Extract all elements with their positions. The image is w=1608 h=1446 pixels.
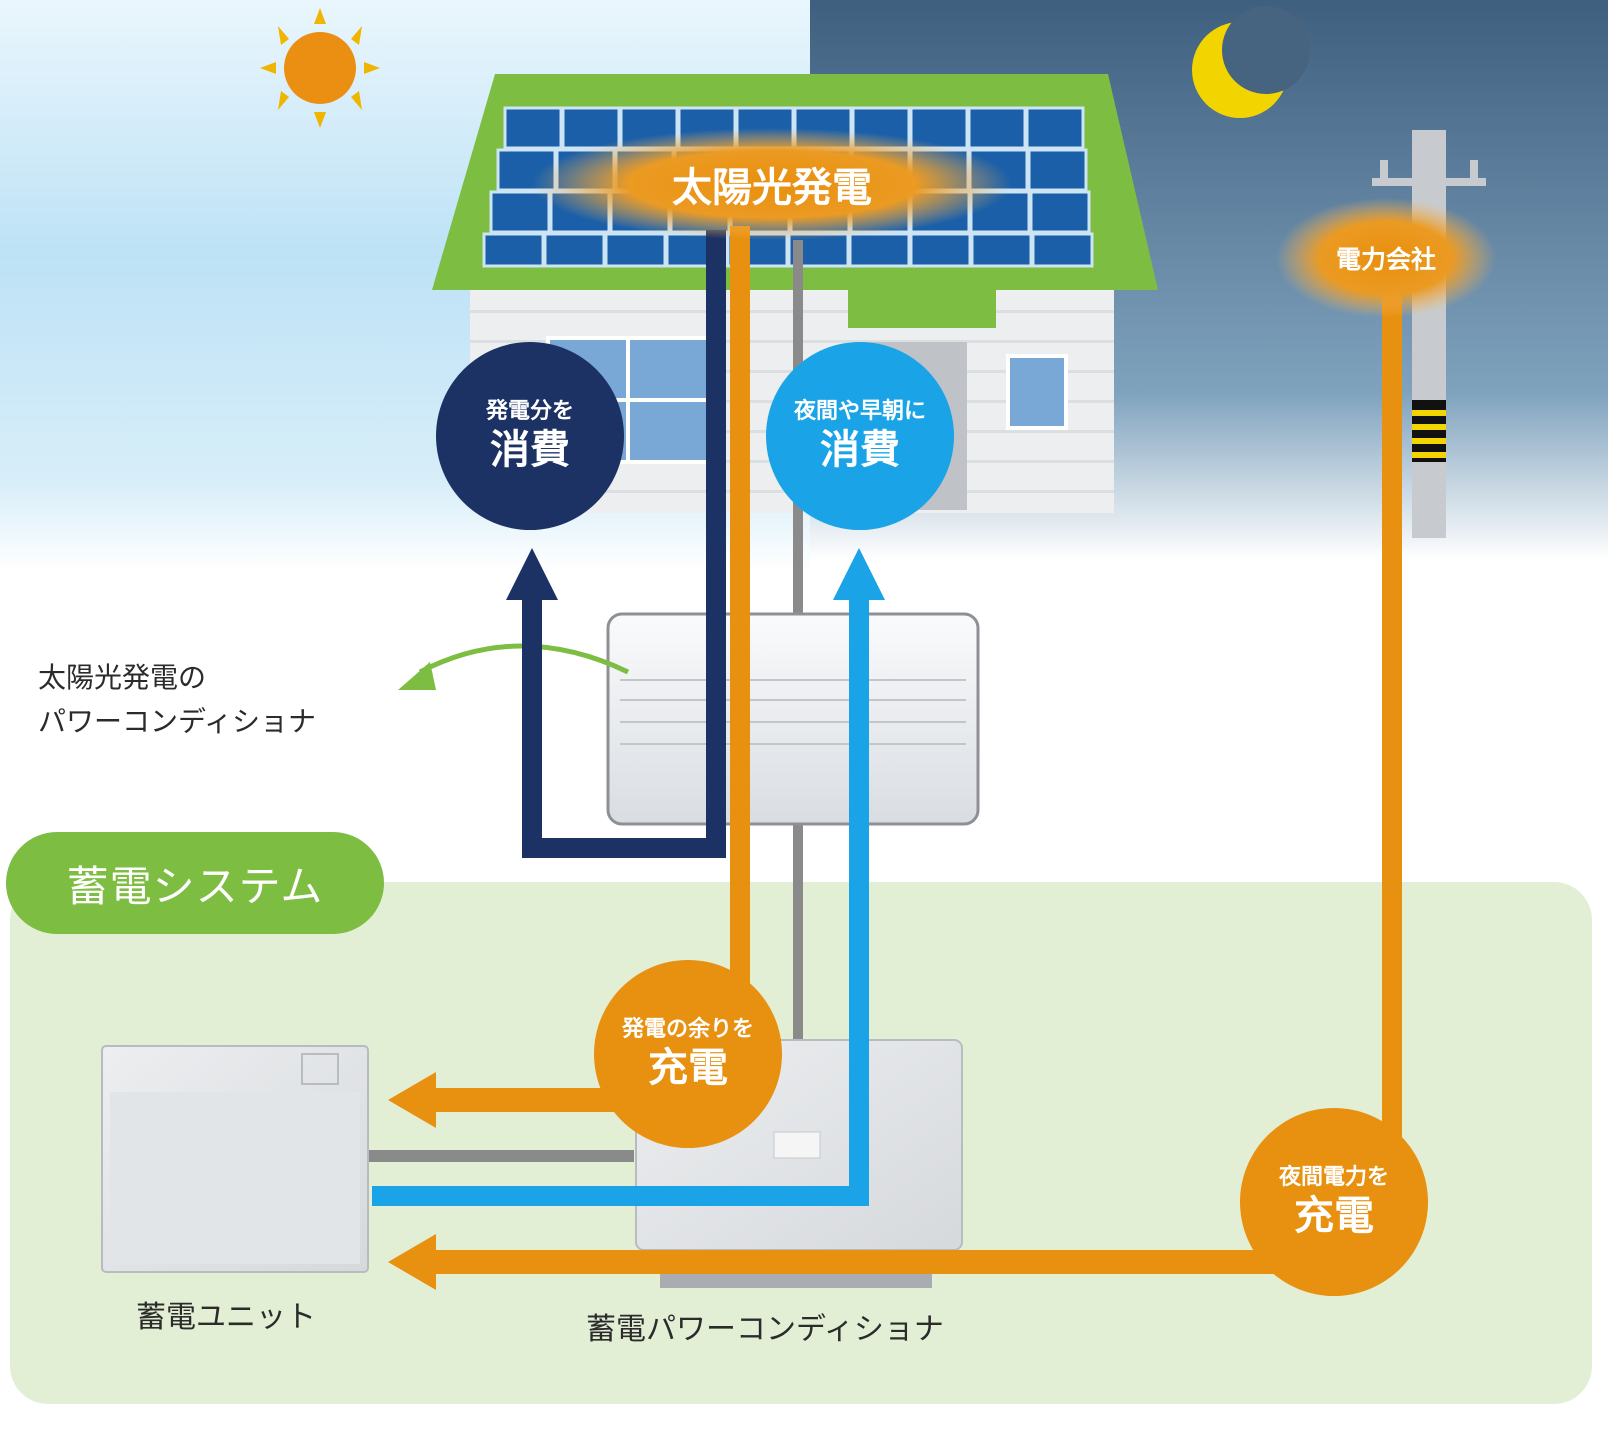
grey-wire-horizontal [366,1150,634,1162]
solar-pcs-label-line2: パワーコンディショナ [38,705,317,738]
solar-pcs-label-line1: 太陽光発電の [38,661,207,694]
charge-night-small-text: 夜間電力を [1278,1165,1389,1190]
consume-night-big-text: 消費 [820,427,900,473]
consume-generated-badge: 発電分を 消費 [436,342,624,530]
blue-arrowhead [833,548,885,600]
storage-pcs-label: 蓄電パワーコンディショナ [586,1312,944,1347]
sun-icon [260,8,380,128]
orange-flow-line-solar [730,226,750,1016]
consume-night-badge: 夜間や早朝に 消費 [766,342,954,530]
consume-generated-small-text: 発電分を [485,399,574,424]
power-company-glow [1276,198,1496,318]
orange-arrowhead-bottom [388,1234,436,1290]
charge-surplus-small-text: 発電の余りを [621,1017,754,1042]
solar-pcs-label: 太陽光発電の パワーコンディショナ [38,656,316,744]
consume-generated-big-text: 消費 [490,427,570,473]
orange-flow-line-bottom [434,1250,1394,1274]
charge-night-badge: 夜間電力を 充電 [1240,1108,1428,1296]
charge-night-big-text: 充電 [1294,1193,1374,1239]
solar-power-conditioner [606,612,980,826]
pointer-arrowhead [398,662,436,690]
moon-icon [1192,6,1310,118]
charge-surplus-big-text: 充電 [648,1045,728,1091]
orange-flow-line-grid [1382,290,1402,1150]
solar-generation-label: 太陽光発電 [672,165,872,211]
utility-pole [1372,130,1486,538]
storage-unit-label: 蓄電ユニット [136,1300,316,1335]
storage-system-pill: 蓄電システム [6,832,384,934]
navy-flow-line [522,230,726,858]
charge-surplus-badge: 発電の余りを 充電 [594,960,782,1148]
blue-flow-line [372,596,869,1206]
solar-generation-glow [532,128,1012,240]
orange-arrowhead-top [388,1072,436,1128]
navy-arrowhead [506,548,558,600]
power-company-label: 電力会社 [1335,245,1436,274]
storage-unit [101,1045,369,1273]
orange-flow-line-to-unit [434,1088,634,1112]
consume-night-small-text: 夜間や早朝に [793,399,926,424]
